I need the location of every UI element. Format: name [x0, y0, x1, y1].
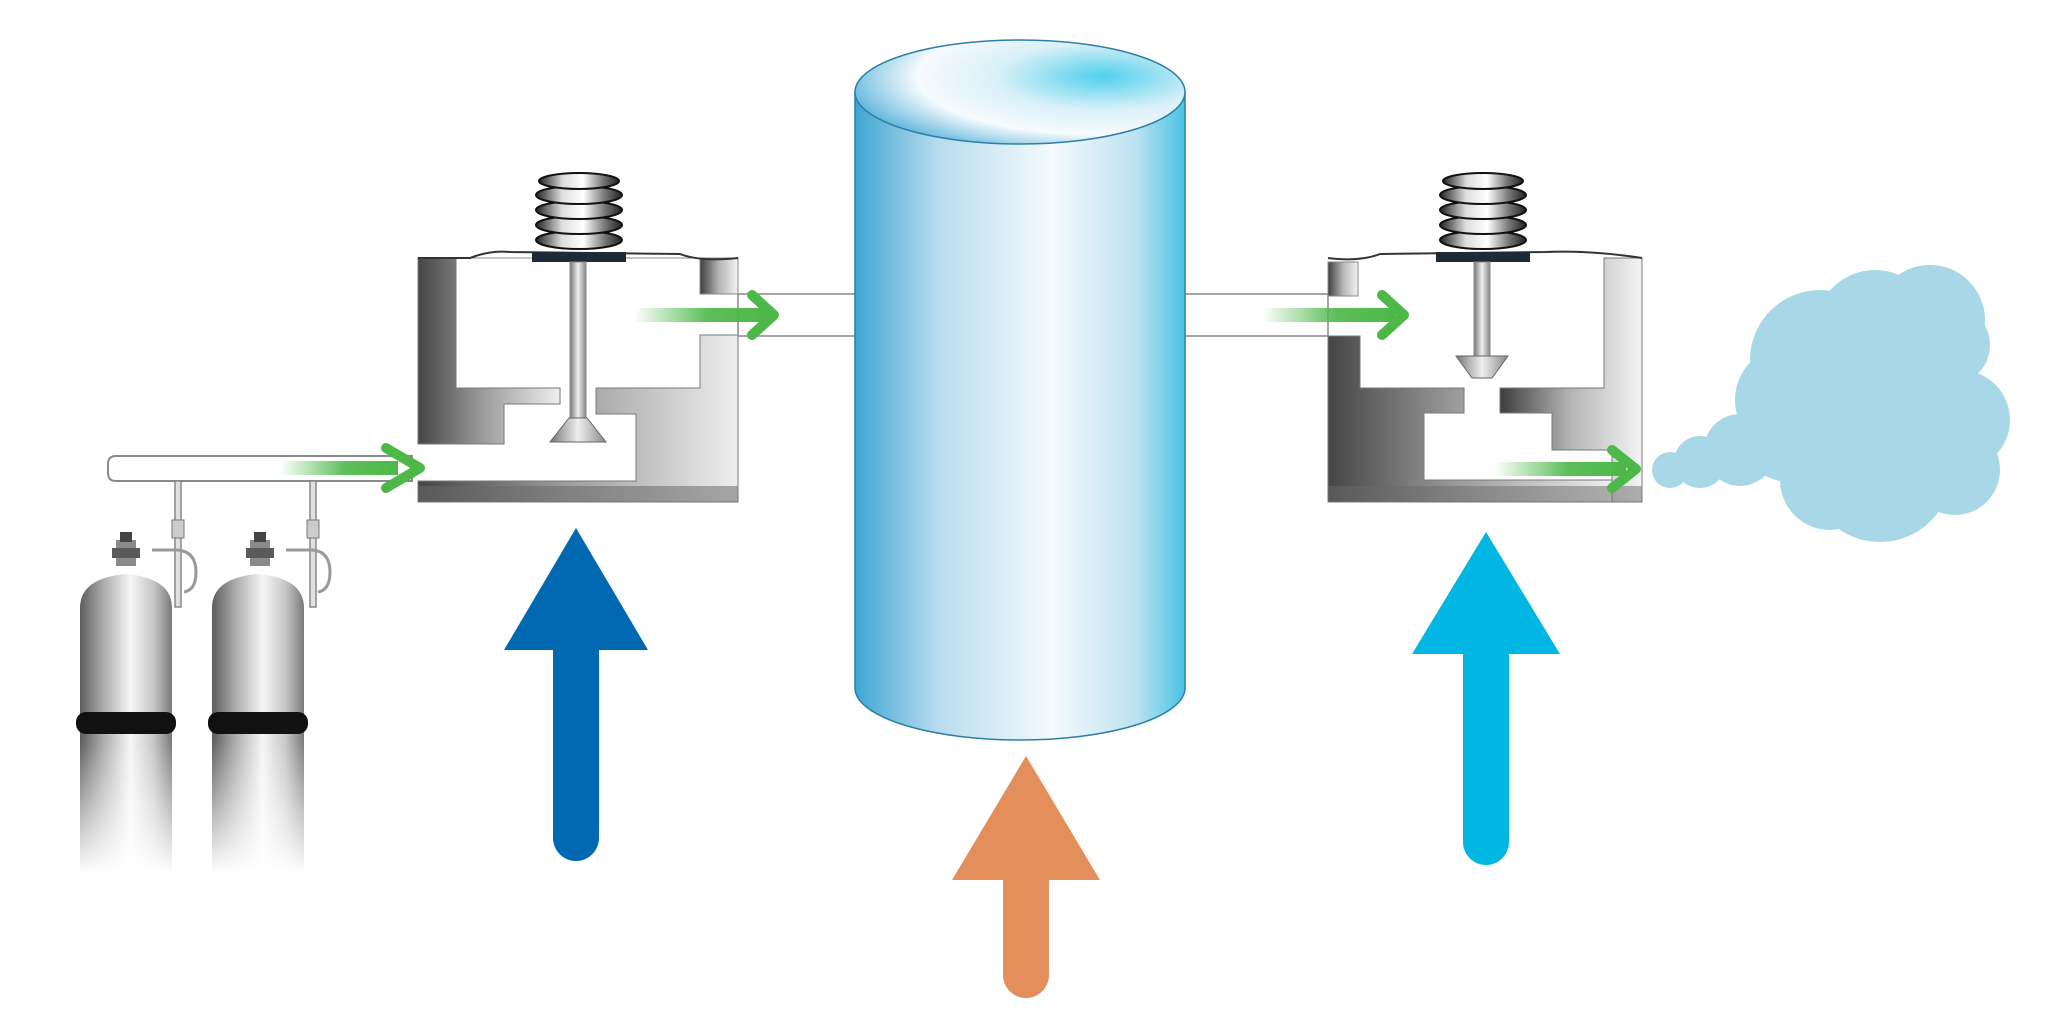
vessel	[854, 39, 1186, 741]
outlet-valve-stem	[1473, 261, 1491, 359]
outlet-regulator	[1327, 172, 1643, 503]
flow-arrow-inlet-to-vessel	[634, 290, 779, 340]
inlet-spring-icon	[535, 172, 623, 250]
gas-cylinder-1	[76, 532, 176, 874]
flow-arrow-release	[1494, 445, 1641, 493]
inlet-regulator	[417, 172, 739, 503]
flow-arrows	[280, 290, 1641, 493]
drop-pipe-1	[174, 480, 182, 608]
outlet-diaphragm	[1327, 250, 1643, 261]
outlet-poppet-icon	[1455, 355, 1509, 379]
flow-arrow-vessel-to-outlet	[1262, 290, 1409, 340]
inlet-diaphragm	[418, 250, 739, 261]
heat-arrow	[952, 756, 1100, 998]
outlet-spring-icon	[1439, 172, 1527, 250]
gas-cylinder-2	[208, 532, 308, 874]
outlet-pressure-arrow	[1412, 532, 1560, 865]
flow-arrow-manifold	[280, 443, 425, 493]
vessel-body	[854, 91, 1186, 741]
vessel-top	[854, 39, 1186, 145]
inlet-poppet-icon	[548, 417, 608, 443]
cloud-icon	[1652, 265, 2010, 542]
gas-cylinders	[76, 455, 413, 874]
inlet-pressure-arrow	[504, 528, 648, 861]
inlet-valve-stem	[569, 261, 587, 423]
drop-pipe-2	[309, 480, 317, 608]
